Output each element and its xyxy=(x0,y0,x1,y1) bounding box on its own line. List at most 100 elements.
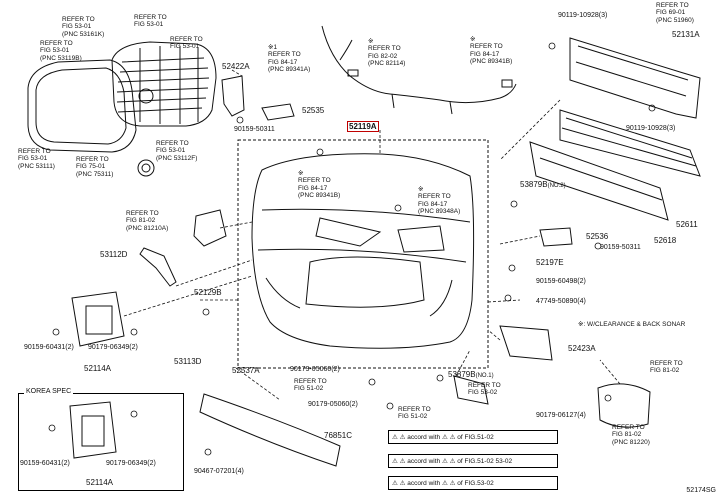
part-number-52537a[interactable]: 52537A xyxy=(232,366,260,375)
lower-absorber-drawing xyxy=(529,141,669,221)
ref-line: FIG 51-02 xyxy=(294,385,324,393)
ref-line: FIG 81-02 xyxy=(126,217,156,225)
caution-note-1: ⚠ ⚠ accord with ⚠ ⚠ of FIG.51-02 xyxy=(388,430,558,444)
bolt-90159-60498[interactable]: 90159-60498(2) xyxy=(536,278,586,285)
part-number-52611[interactable]: 52611 xyxy=(676,220,698,229)
part-number-53112d[interactable]: 53112D xyxy=(100,250,128,259)
part-number-52422a[interactable]: 52422A xyxy=(222,62,250,71)
ref-line: (PNC 89348A) xyxy=(418,208,461,216)
ref-line: REFER TO xyxy=(398,406,431,413)
bolt-90467-07201[interactable]: 90467-07201(4) xyxy=(194,468,244,475)
part-number-53879b-no1[interactable]: 53879B(NO.1) xyxy=(448,370,494,381)
ref-line: ※ xyxy=(298,170,304,177)
fastener-symbols xyxy=(48,42,656,456)
part-number-52423a[interactable]: 52423A xyxy=(568,344,596,353)
bolt-90159-50311-left[interactable]: 90159-50311 xyxy=(234,126,275,133)
part-number-52114a[interactable]: 52114A xyxy=(84,364,111,373)
bolt-90159-60431-a[interactable]: 90159-60431(2) xyxy=(24,344,74,351)
ref-line: FIG 84-17 xyxy=(268,58,298,66)
ref-line: REFER TO xyxy=(156,140,189,147)
bolt-90119-10928-top[interactable]: 90119-10928(3) xyxy=(558,12,608,19)
bolt-90119-10928-right[interactable]: 90119-10928(3) xyxy=(626,125,676,132)
ref-line: (PNC 53111) xyxy=(18,162,55,170)
ref-line: (PNC 51960) xyxy=(656,16,694,24)
bolt-90179-05060-b[interactable]: 90179-05060(2) xyxy=(308,401,358,408)
ref-line: REFER TO xyxy=(418,193,451,201)
ref-line: REFER TO xyxy=(126,210,159,217)
part-number-76851c[interactable]: 76851C xyxy=(324,431,353,440)
leader-lines xyxy=(123,69,621,401)
side-bracket-drawing xyxy=(221,75,245,117)
part-number-52131a[interactable]: 52131A xyxy=(672,30,700,39)
ref-line: REFER TO xyxy=(268,51,301,59)
bolt-90159-60431-b[interactable]: 90159-60431(2) xyxy=(20,460,70,467)
bolt-90179-06127[interactable]: 90179-06127(4) xyxy=(536,412,586,419)
bolt-90159-50311-right[interactable]: 90159-50311 xyxy=(600,244,641,251)
bumper-cover-drawing xyxy=(251,153,475,349)
ref-line: REFER TO xyxy=(470,43,503,51)
ref-line: FIG 53-01 xyxy=(18,155,48,163)
ref-line: REFER TO xyxy=(40,40,73,47)
ref-line: REFER TO xyxy=(468,382,501,389)
bolt-90179-06349-b[interactable]: 90179-06349(2) xyxy=(106,460,156,467)
ref-line: (PNC 53112F) xyxy=(156,154,198,162)
part-number-52119a[interactable]: 52119A xyxy=(347,121,379,132)
ref-line: (PNC 81220) xyxy=(612,438,650,446)
part-number-52536[interactable]: 52536 xyxy=(586,232,609,241)
license-bracket-drawing xyxy=(71,291,125,347)
ref-line: FIG 82-02 xyxy=(368,52,398,60)
part-number-52197e[interactable]: 52197E xyxy=(536,258,564,267)
ref-line: FIG 53-01 xyxy=(62,23,92,31)
ref-line: FIG 53-01 xyxy=(156,147,186,155)
bumper-reinforcement-drawing xyxy=(569,37,701,119)
ref-line: (PNC 82114) xyxy=(368,60,406,68)
fog-bracket-drawing xyxy=(193,209,227,247)
ref-line: (PNC 89341A) xyxy=(268,66,311,74)
caution-note-2: ⚠ ⚠ accord with ⚠ ⚠ of FIG.51-02 53-02 xyxy=(388,454,558,468)
bracket-52536-drawing xyxy=(539,227,573,247)
part-number-52114a-korea[interactable]: 52114A xyxy=(86,478,113,487)
part-number-53113d[interactable]: 53113D xyxy=(174,357,202,366)
part-number-52618[interactable]: 52618 xyxy=(654,236,677,245)
korea-spec-label: KOREA SPEC xyxy=(24,388,74,395)
bracket-52535-drawing xyxy=(261,103,295,121)
bolt-47749-50890[interactable]: 47749-50890(4) xyxy=(536,298,586,305)
bolt-90179-06349-a[interactable]: 90179-06349(2) xyxy=(88,344,138,351)
ref-line: ※ xyxy=(418,186,424,193)
part-number-52129b[interactable]: 52129B xyxy=(194,288,222,297)
part-number-52535[interactable]: 52535 xyxy=(302,106,325,115)
ref-line: FIG 53-02 xyxy=(468,389,498,397)
wire-harness-drawing xyxy=(321,25,517,115)
spoiler-drawing xyxy=(199,393,341,467)
ref-line: ※1 xyxy=(268,44,278,51)
lower-side-bracket-drawing xyxy=(453,375,489,405)
ref-line: REFER TO xyxy=(18,148,51,155)
korea-license-bracket-drawing xyxy=(69,401,117,459)
ref-line: FIG 84-17 xyxy=(418,200,448,208)
korea-spec-box xyxy=(18,393,184,491)
bolt-90179-05060-a[interactable]: 90179-05060(2) xyxy=(290,366,340,373)
ref-line: FIG 53-01 xyxy=(170,43,200,51)
ref-line: REFER TO xyxy=(368,45,401,53)
part-number-53879b-no2[interactable]: 53879B(NO.2) xyxy=(520,180,566,191)
